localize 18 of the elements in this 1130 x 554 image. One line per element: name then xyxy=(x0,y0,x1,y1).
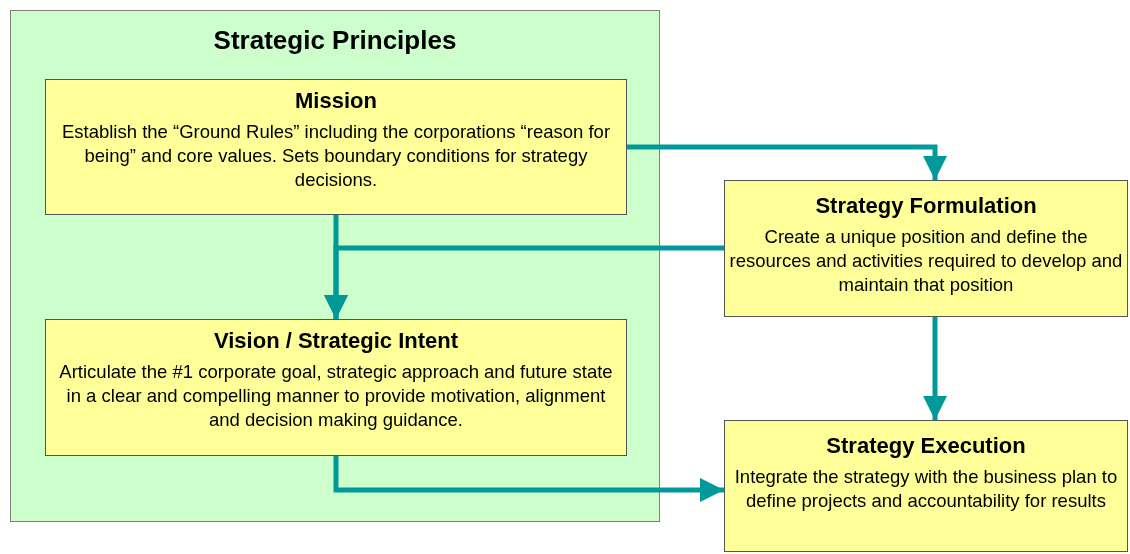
box-description: Articulate the #1 corporate goal, strategic approach and future state in a clear and compelling manner to provide motivation, alignment and decision making guidance. xyxy=(58,360,614,433)
box-heading: Strategy Formulation xyxy=(814,193,1038,219)
process-box xyxy=(724,180,1128,317)
box-description: Establish the “Ground Rules” including the corporations “reason for being” and core values. Sets boundary conditions for strategy decisions. xyxy=(60,120,612,193)
box-heading: Mission xyxy=(294,88,378,114)
box-heading: Strategic Principles xyxy=(212,25,458,56)
arrow xyxy=(324,245,724,319)
group-panel xyxy=(10,10,660,522)
box-heading: Vision / Strategic Intent xyxy=(212,328,460,354)
process-box xyxy=(724,420,1128,552)
arrow xyxy=(923,317,947,420)
box-description: Create a unique position and define the resources and activities required to develop and maintain that position xyxy=(729,225,1123,298)
process-box xyxy=(45,79,627,215)
arrow xyxy=(333,456,724,502)
box-description: Integrate the strategy with the business plan to define projects and accountability for results xyxy=(733,465,1119,514)
process-box xyxy=(45,319,627,456)
box-heading: Strategy Execution xyxy=(825,433,1027,459)
arrow xyxy=(627,144,947,180)
